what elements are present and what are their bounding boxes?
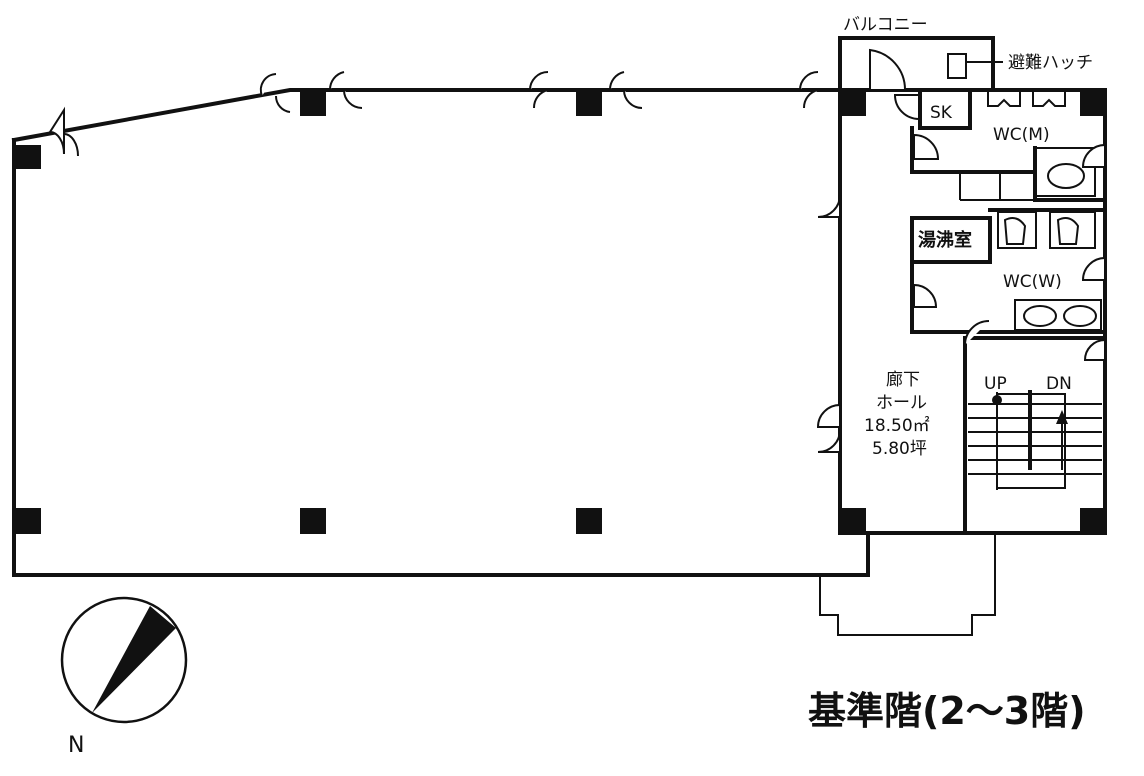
escape-hatch-label: 避難ハッチ (1008, 53, 1093, 73)
hall-name-line2: ホール (876, 393, 927, 413)
staircase (968, 390, 1102, 490)
exterior-doors (48, 71, 819, 157)
escape-hatch-icon (947, 53, 967, 79)
balcony-label: バルコニー (843, 15, 928, 35)
north-label: N (68, 733, 84, 758)
stair-up-label: UP (984, 374, 1007, 394)
interior-doors (816, 94, 1106, 453)
hall-area-tsubo: 5.80坪 (872, 439, 927, 459)
hall-name-line1: 廊下 (886, 370, 920, 390)
balcony (838, 36, 1003, 92)
wc-women-label: WC(W) (1003, 272, 1062, 292)
plan-title: 基準階(2〜3階) (808, 689, 1086, 733)
stair-down-label: DN (1046, 374, 1072, 394)
wc-men-label: WC(M) (993, 125, 1050, 145)
kitchenette-label: 湯沸室 (918, 229, 972, 251)
north-arrow (60, 596, 188, 724)
sk-label: SK (930, 103, 953, 123)
core-walls (910, 88, 1107, 535)
columns (15, 90, 1105, 534)
entrance-canopy (819, 533, 996, 636)
fixtures (987, 92, 1097, 327)
north-arrow-icon (92, 606, 176, 713)
hall-area-m2: 18.50㎡ (864, 416, 930, 436)
